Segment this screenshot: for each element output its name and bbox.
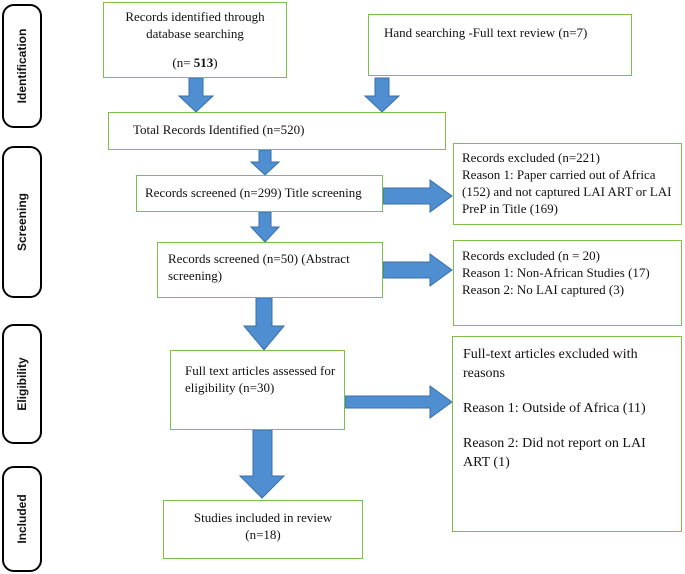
title-screening-box: Records screened (n=299) Title screening (136, 175, 383, 212)
included-box: Studies included in review (n=18) (163, 500, 363, 559)
arrow-total-to-title-screening (249, 149, 281, 176)
full-text-excluded-box: Full-text articles excluded with reasons… (452, 336, 682, 532)
abstract-screening-box: Records screened (n=50) (Abstract screen… (157, 242, 383, 298)
database-search-box: Records identified through database sear… (103, 2, 287, 78)
phase-screening: Screening (2, 146, 42, 298)
title-excluded-count: Records excluded (n=221) (462, 150, 601, 165)
database-search-count-value: 513 (193, 55, 214, 70)
arrow-abstract-to-excluded (382, 253, 453, 287)
phase-identification: Identification (2, 4, 42, 128)
title-screening-text: Records screened (n=299) Title screening (145, 185, 362, 200)
full-text-box: Full text articles assessed for eligibil… (170, 350, 345, 430)
arrow-database-to-total (177, 77, 215, 113)
title-excluded-box: Records excluded (n=221) Reason 1: Paper… (453, 143, 682, 225)
abstract-screening-text: Records screened (n=50) (Abstract screen… (168, 251, 350, 283)
hand-search-box: Hand searching -Full text review (n=7) (368, 14, 632, 76)
database-search-text: Records identified through database sear… (125, 9, 265, 41)
full-text-excluded-reason-2: Reason 2: Did not report on LAI ART (1) (463, 436, 646, 470)
arrow-full-text-to-included (238, 429, 286, 499)
arrow-abstract-to-full-text (242, 297, 286, 351)
full-text-excluded-reason-1: Reason 1: Outside of Africa (11) (463, 401, 646, 416)
arrow-title-screening-to-excluded (382, 179, 453, 213)
hand-search-text: Hand searching -Full text review (n=7) (384, 25, 588, 40)
abstract-excluded-count: Records excluded (n = 20) (462, 248, 601, 263)
phase-eligibility: Eligibility (2, 324, 42, 444)
phase-included: Included (2, 466, 42, 572)
abstract-excluded-reason-2: Reason 2: No LAI captured (3) (462, 282, 625, 297)
included-text: Studies included in review (n=18) (193, 510, 333, 542)
total-identified-text: Total Records Identified (n=520) (133, 122, 305, 137)
database-search-count: (n= 513) (172, 55, 218, 70)
arrow-full-text-to-excluded (344, 385, 453, 419)
total-identified-box: Total Records Identified (n=520) (108, 112, 446, 150)
abstract-excluded-reason-1: Reason 1: Non-African Studies (17) (462, 265, 650, 280)
arrow-title-screening-to-abstract (249, 211, 281, 243)
full-text-text: Full text articles assessed for eligibil… (185, 363, 336, 395)
full-text-excluded-heading: Full-text articles excluded with reasons (463, 347, 638, 381)
arrow-hand-to-total (363, 77, 401, 113)
title-excluded-reason: Reason 1: Paper carried out of Africa (1… (462, 167, 672, 216)
abstract-excluded-box: Records excluded (n = 20) Reason 1: Non-… (453, 240, 682, 326)
